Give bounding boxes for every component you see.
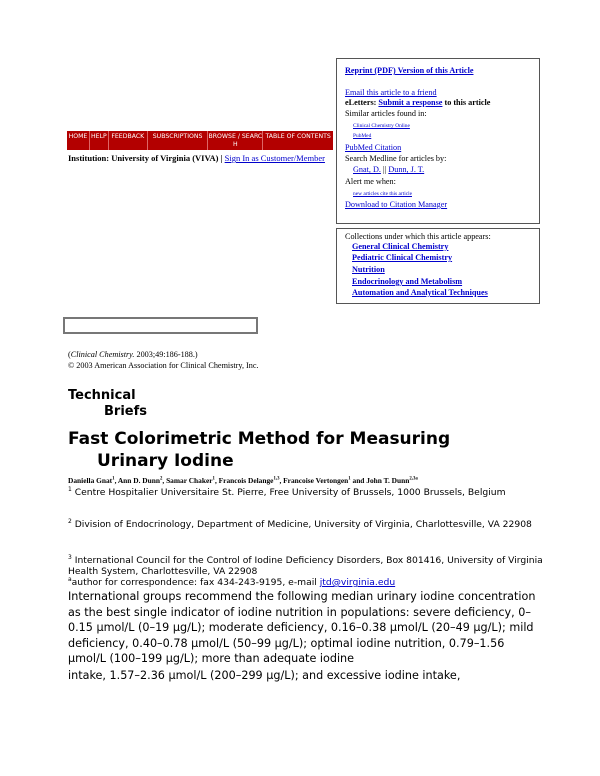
body-paragraph-1: International groups recommend the follo…: [68, 590, 536, 665]
nav-feedback-button[interactable]: FEEDBACK: [109, 131, 148, 150]
affiliation-3-text: International Council for the Control of…: [68, 555, 543, 578]
citation-block: (Clinical Chemistry. 2003;49:186-188.) ©…: [68, 349, 259, 371]
submit-response-link[interactable]: Submit a response: [378, 98, 443, 107]
eletters-label: eLetters:: [345, 98, 377, 107]
article-title-line1: Fast Colorimetric Method for Measuring: [68, 429, 451, 449]
institution-line: Institution: University of Virginia (VIV…: [68, 153, 333, 163]
collections-label: Collections under which this article app…: [345, 232, 491, 241]
section-heading-line2: Briefs: [104, 404, 147, 419]
affiliation-1-text: Centre Hospitalier Universitaire St. Pie…: [74, 487, 506, 498]
institution-separator: |: [220, 153, 223, 163]
article-tools-box: Reprint (PDF) Version of this Article Em…: [336, 58, 540, 224]
affiliation-3: 3 International Council for the Control …: [68, 553, 543, 578]
nav-home-button[interactable]: HOME: [67, 131, 90, 150]
nav-browse-search-button[interactable]: BROWSE / SEARCH: [208, 131, 264, 150]
author-list: Daniella Gnat1, Ann D. Dunn2, Samar Chak…: [68, 476, 418, 485]
search-medline-label: Search Medline for articles by:: [345, 154, 447, 163]
institution-label: Institution:: [68, 153, 110, 163]
author-dunn-link[interactable]: Dunn, J. T.: [388, 165, 425, 174]
collection-link[interactable]: Pediatric Clinical Chemistry: [352, 253, 453, 262]
empty-input-box[interactable]: [63, 317, 258, 334]
affiliation-2: 2 Division of Endocrinology, Department …: [68, 517, 532, 530]
nav-help-button[interactable]: HELP: [90, 131, 109, 150]
affiliation-2-text: Division of Endocrinology, Department of…: [74, 519, 532, 530]
collection-link[interactable]: Endocrinology and Metabolism: [352, 277, 463, 286]
nav-table-of-contents-button[interactable]: TABLE OF CONTENTS: [265, 133, 331, 140]
alert-label: Alert me when:: [345, 177, 396, 186]
collections-box: Collections under which this article app…: [336, 228, 540, 304]
institution-name: University of Virginia (VIVA): [111, 153, 219, 163]
author-separator: ||: [383, 165, 387, 174]
eletters-line: eLetters: Submit a response to this arti…: [345, 98, 490, 108]
copyright-line: © 2003 American Association for Clinical…: [68, 361, 259, 370]
medline-authors-line: Gnat, D. || Dunn, J. T.: [353, 165, 424, 175]
pubmed-citation-link[interactable]: PubMed Citation: [345, 143, 402, 152]
email-article-link[interactable]: Email this article to a friend: [345, 88, 437, 97]
correspondence-email-link[interactable]: jtd@virginia.edu: [319, 577, 396, 588]
eletters-suffix: to this article: [444, 98, 491, 107]
citation-alert-link[interactable]: new articles cite this article: [353, 191, 412, 197]
nav-subscriptions-button[interactable]: SUBSCRIPTIONS: [148, 131, 209, 150]
collection-link[interactable]: Nutrition: [352, 265, 385, 274]
similar-articles-label: Similar articles found in:: [345, 109, 427, 118]
download-citation-link[interactable]: Download to Citation Manager: [345, 200, 448, 209]
collection-link[interactable]: Automation and Analytical Techniques: [352, 288, 488, 297]
author-gnat-link[interactable]: Gnat, D.: [353, 165, 381, 174]
journal-nav-bar: HOME HELP FEEDBACK SUBSCRIPTIONS BROWSE …: [67, 131, 333, 150]
similar-pubmed-link[interactable]: PubMed: [353, 133, 372, 139]
citation-details: 2003;49:186-188.: [136, 350, 195, 359]
similar-clinchem-link[interactable]: Clinical Chemistry Online: [353, 123, 410, 129]
affiliation-1: 1 Centre Hospitalier Universitaire St. P…: [68, 485, 506, 498]
collection-link[interactable]: General Clinical Chemistry: [352, 242, 449, 251]
article-title-line2: Urinary Iodine: [97, 451, 234, 471]
reprint-pdf-link[interactable]: Reprint (PDF) Version of this Article: [345, 66, 474, 75]
citation-line: (Clinical Chemistry. 2003;49:186-188.): [68, 350, 198, 359]
sign-in-link[interactable]: Sign In as Customer/Member: [224, 153, 325, 163]
correspondence-text: author for correspondence: fax 434-243-9…: [71, 577, 317, 588]
body-paragraph-2: intake, 1.57–2.36 µmol/L (200–299 µg/L);…: [68, 669, 461, 682]
section-heading-line1: Technical: [68, 388, 136, 403]
correspondence-line: aauthor for correspondence: fax 434-243-…: [68, 575, 396, 588]
journal-name: Clinical Chemistry.: [70, 350, 135, 359]
